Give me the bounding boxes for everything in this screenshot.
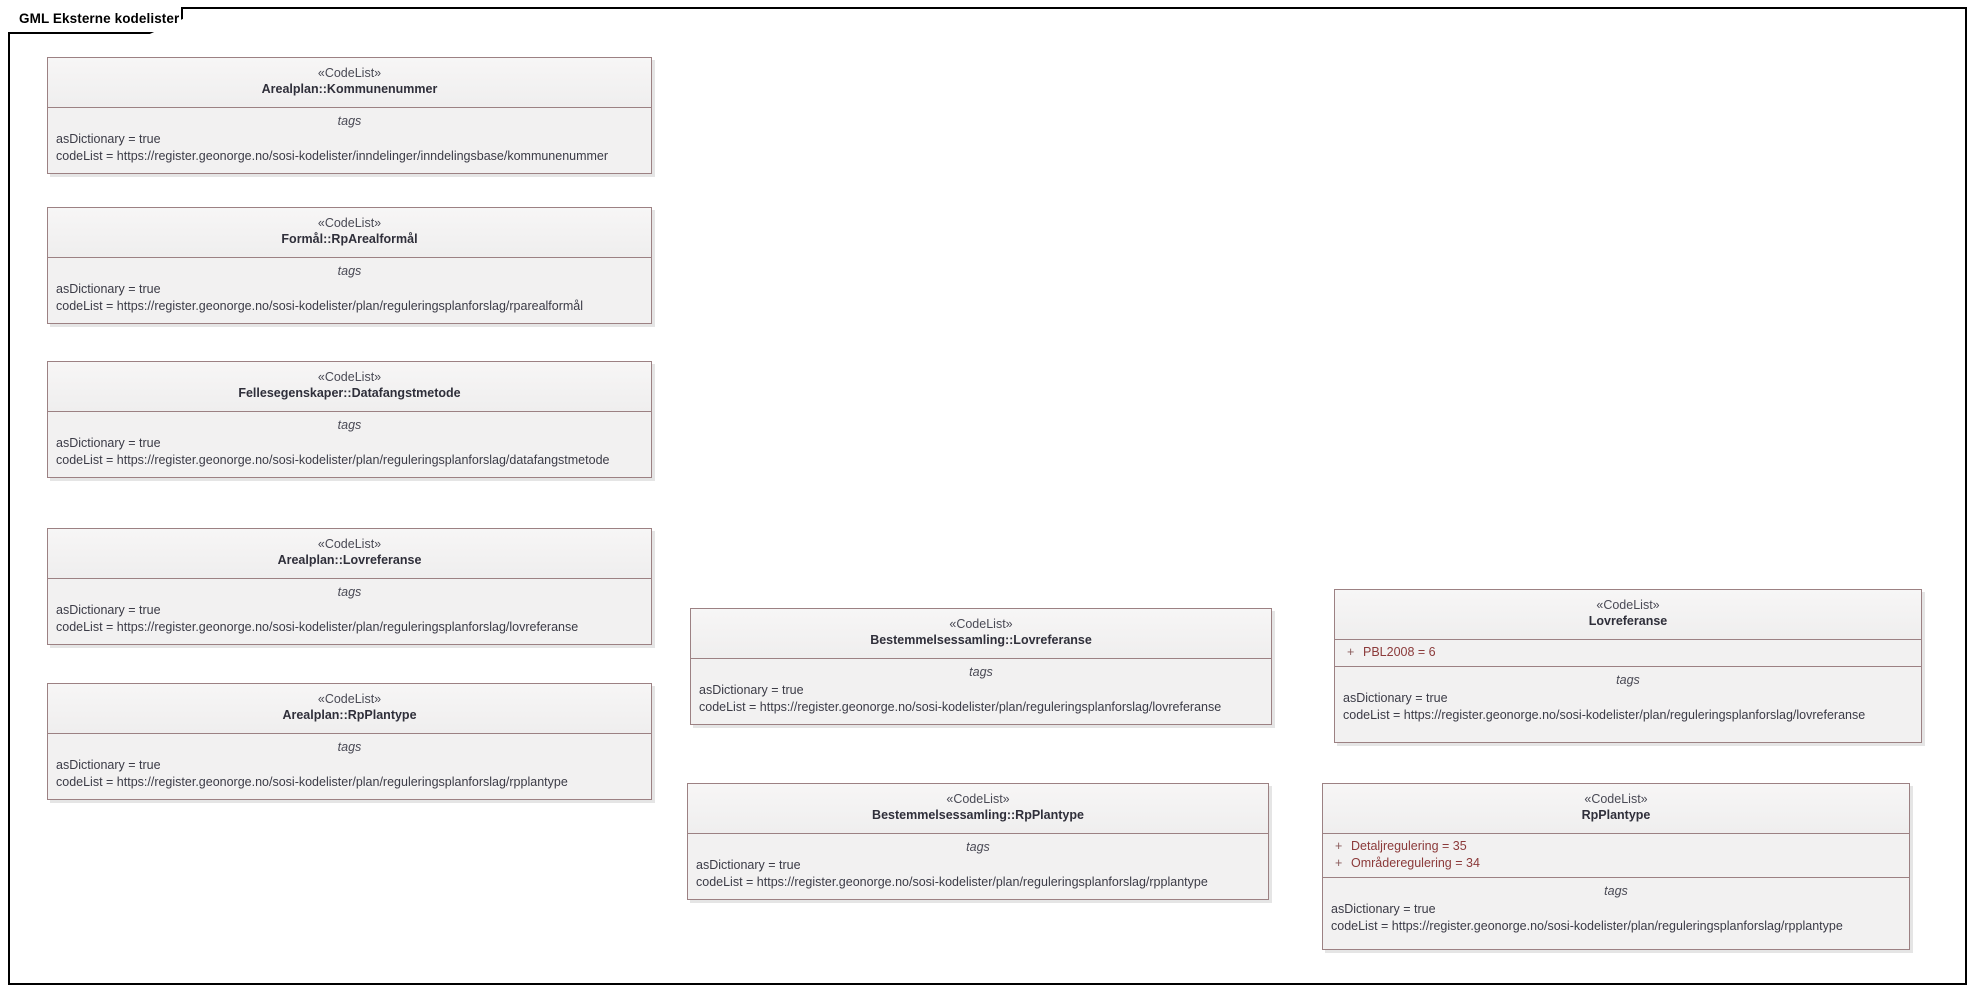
tag-row: asDictionary = true: [1331, 902, 1436, 916]
class-name-compartment: «CodeList» Formål::RpArealformål: [48, 208, 651, 257]
class-title: Arealplan::RpPlantype: [282, 708, 417, 722]
class-attributes-compartment: + PBL2008 = 6: [1335, 639, 1921, 666]
tags-heading: tags: [337, 264, 362, 278]
class-tags-compartment: tags asDictionary = true codeList = http…: [1335, 666, 1921, 742]
attribute-visibility: +: [1335, 839, 1343, 853]
class-tags-compartment: tags asDictionary = true codeList = http…: [48, 107, 651, 173]
class-tags-compartment: tags asDictionary = true codeList = http…: [1323, 877, 1909, 949]
class-stereotype: «CodeList»: [317, 692, 382, 706]
class-name-compartment: «CodeList» Bestemmelsessamling::Lovrefer…: [691, 609, 1271, 658]
tag-row: asDictionary = true: [56, 603, 161, 617]
class-tags-compartment: tags asDictionary = true codeList = http…: [48, 733, 651, 799]
tag-row: codeList = https://register.geonorge.no/…: [699, 700, 1222, 714]
class-stereotype: «CodeList»: [1596, 598, 1660, 612]
class-tags-compartment: tags asDictionary = true codeList = http…: [48, 257, 651, 323]
class-stereotype: «CodeList»: [317, 537, 382, 551]
tags-heading: tags: [1616, 673, 1640, 687]
class-name-compartment: «CodeList» Fellesegenskaper::Datafangstm…: [48, 362, 651, 411]
diagram-title: GML Eksterne kodelister: [19, 11, 180, 26]
class-box-arealplan-lovreferanse[interactable]: «CodeList» Arealplan::Lovreferanse tags …: [47, 528, 652, 645]
tags-heading: tags: [337, 585, 362, 599]
frame-tab-shape: [8, 7, 183, 34]
class-stereotype: «CodeList»: [1584, 792, 1648, 806]
class-tags-compartment: tags asDictionary = true codeList = http…: [688, 833, 1268, 899]
class-box-bestemmelsessamling-lovreferanse[interactable]: «CodeList» Bestemmelsessamling::Lovrefer…: [690, 608, 1272, 725]
class-title: Arealplan::Kommunenummer: [261, 82, 438, 96]
attribute-row: + Områderegulering = 34: [1329, 855, 1903, 872]
tag-row: codeList = https://register.geonorge.no/…: [696, 875, 1208, 889]
class-name-compartment: «CodeList» Arealplan::RpPlantype: [48, 684, 651, 733]
class-attributes-compartment: + Detaljregulering = 35 + Områdereguleri…: [1323, 833, 1909, 877]
class-name-compartment: «CodeList» Arealplan::Kommunenummer: [48, 58, 651, 107]
attribute-row: + PBL2008 = 6: [1341, 644, 1915, 661]
attribute-visibility: +: [1347, 645, 1355, 659]
tag-row: codeList = https://register.geonorge.no/…: [56, 620, 579, 634]
class-stereotype: «CodeList»: [317, 216, 382, 230]
class-name-compartment: «CodeList» Bestemmelsessamling::RpPlanty…: [688, 784, 1268, 833]
tags-heading: tags: [1604, 884, 1628, 898]
tag-row: codeList = https://register.geonorge.no/…: [56, 775, 568, 789]
tags-heading: tags: [337, 114, 362, 128]
class-box-arealplan-rpplantype[interactable]: «CodeList» Arealplan::RpPlantype tags as…: [47, 683, 652, 800]
class-box-fellesegenskaper-datafangstmetode[interactable]: «CodeList» Fellesegenskaper::Datafangstm…: [47, 361, 652, 478]
class-tags-compartment: tags asDictionary = true codeList = http…: [691, 658, 1271, 724]
tag-row: codeList = https://register.geonorge.no/…: [1343, 708, 1866, 722]
tag-row: codeList = https://register.geonorge.no/…: [56, 299, 584, 313]
tag-row: asDictionary = true: [56, 282, 161, 296]
tag-row: asDictionary = true: [699, 683, 804, 697]
class-tags-compartment: tags asDictionary = true codeList = http…: [48, 578, 651, 644]
class-title: Arealplan::Lovreferanse: [277, 553, 422, 567]
tag-row: codeList = https://register.geonorge.no/…: [1331, 919, 1843, 933]
diagram-frame-tab[interactable]: GML Eksterne kodelister: [8, 7, 183, 34]
attribute-label: Detaljregulering = 35: [1351, 839, 1467, 853]
class-box-lovreferanse[interactable]: «CodeList» Lovreferanse + PBL2008 = 6 ta…: [1334, 589, 1922, 743]
tag-row: asDictionary = true: [56, 436, 161, 450]
class-title: Lovreferanse: [1588, 614, 1668, 628]
class-title: Bestemmelsessamling::Lovreferanse: [870, 633, 1092, 647]
class-box-bestemmelsessamling-rpplantype[interactable]: «CodeList» Bestemmelsessamling::RpPlanty…: [687, 783, 1269, 900]
class-box-rpplantype[interactable]: «CodeList» RpPlantype + Detaljregulering…: [1322, 783, 1910, 950]
attribute-label: PBL2008 = 6: [1363, 645, 1436, 659]
tag-row: asDictionary = true: [56, 132, 161, 146]
class-name-compartment: «CodeList» RpPlantype: [1323, 784, 1909, 833]
class-box-formal-rparealformal[interactable]: «CodeList» Formål::RpArealformål tags as…: [47, 207, 652, 324]
class-name-compartment: «CodeList» Lovreferanse: [1335, 590, 1921, 639]
attribute-visibility: +: [1335, 856, 1343, 870]
tag-row: asDictionary = true: [696, 858, 801, 872]
class-title: Bestemmelsessamling::RpPlantype: [872, 808, 1084, 822]
class-box-arealplan-kommunenummer[interactable]: «CodeList» Arealplan::Kommunenummer tags…: [47, 57, 652, 174]
class-title: Fellesegenskaper::Datafangstmetode: [238, 386, 461, 400]
class-stereotype: «CodeList»: [946, 792, 1010, 806]
tag-row: codeList = https://register.geonorge.no/…: [56, 149, 609, 163]
attribute-label: Områderegulering = 34: [1351, 856, 1480, 870]
class-stereotype: «CodeList»: [949, 617, 1013, 631]
tag-row: asDictionary = true: [56, 758, 161, 772]
tags-heading: tags: [337, 740, 362, 754]
class-title: Formål::RpArealformål: [281, 232, 418, 246]
tag-row: codeList = https://register.geonorge.no/…: [56, 453, 610, 467]
class-title: RpPlantype: [1581, 808, 1651, 822]
tags-heading: tags: [966, 840, 990, 854]
class-name-compartment: «CodeList» Arealplan::Lovreferanse: [48, 529, 651, 578]
class-stereotype: «CodeList»: [317, 370, 382, 384]
class-stereotype: «CodeList»: [317, 66, 382, 80]
tags-heading: tags: [969, 665, 993, 679]
class-tags-compartment: tags asDictionary = true codeList = http…: [48, 411, 651, 477]
tag-row: asDictionary = true: [1343, 691, 1448, 705]
tags-heading: tags: [337, 418, 362, 432]
attribute-row: + Detaljregulering = 35: [1329, 838, 1903, 855]
